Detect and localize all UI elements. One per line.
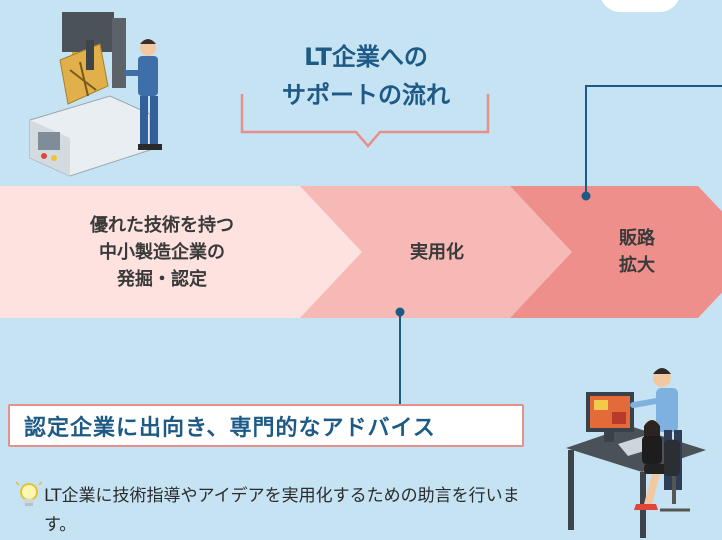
stage-1-chevron [0,186,362,318]
top-badge [600,0,680,12]
machine-worker-illustration [29,12,162,177]
advice-heading: 認定企業に出向き、専門的なアドバイス [24,415,436,441]
sales-connector-dot [581,191,591,201]
flow-title: LT企業への サポートの流れ [240,38,492,114]
sales-connector-line [585,85,722,196]
flow-title-line2: サポートの流れ [282,81,450,109]
flow-title-line1: LT企業への [304,43,428,71]
stage-3-chevron [510,186,722,318]
stage-2-label: 実用化 [410,241,464,263]
advice-heading-box: 認定企業に出向き、専門的なアドバイス [8,404,524,447]
stage-3-label: 販路 拡大 [619,228,655,276]
stage-1-label: 優れた技術を持つ 中小製造企業の 発掘・認定 [90,214,234,290]
lightbulb-icon [15,481,43,506]
title-bracket [240,94,490,148]
office-workers-illustration [566,368,706,538]
advice-description: LT企業に技術指導やアイデアを実用化するための助言を行います。 [44,486,520,535]
practical-connector-dot [395,307,405,317]
stage-2-chevron [300,186,572,318]
